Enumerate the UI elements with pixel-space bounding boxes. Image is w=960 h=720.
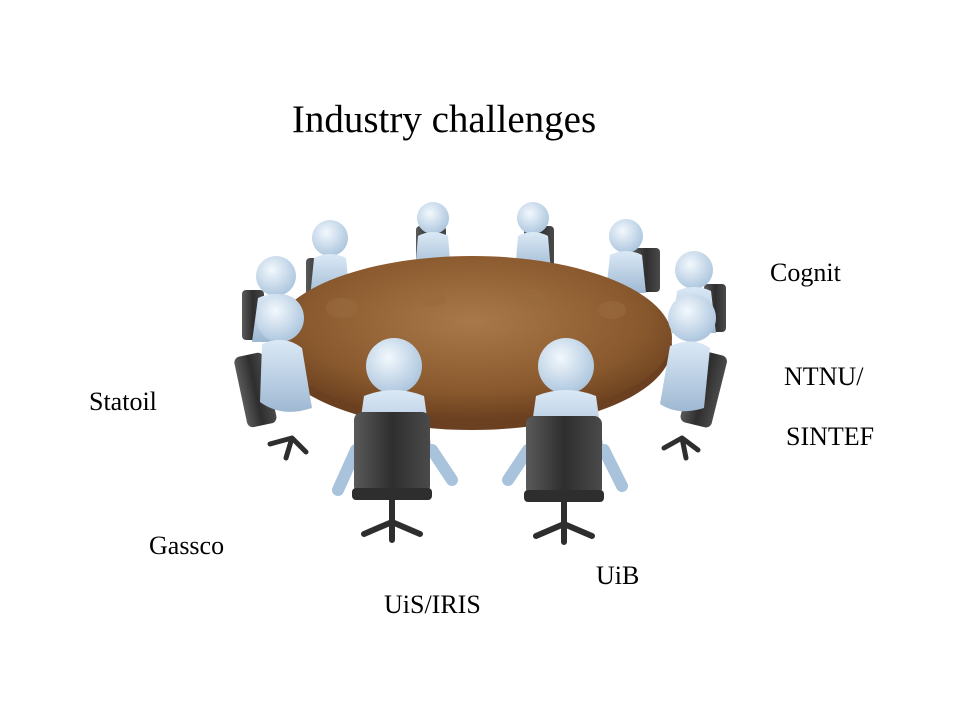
meeting-table [272, 256, 672, 430]
label-cognit: Cognit [770, 258, 841, 287]
label-sintef: SINTEF [786, 422, 875, 451]
label-uib: UiB [596, 561, 640, 590]
label-ntnu: NTNU/ [784, 362, 864, 391]
label-statoil: Statoil [89, 387, 157, 416]
label-gassco: Gassco [149, 531, 225, 560]
round-table-meeting-icon [234, 202, 727, 545]
side-figures [234, 294, 727, 461]
front-figures [332, 338, 628, 545]
label-uis-iris: UiS/IRIS [384, 590, 481, 619]
slide-title: Industry challenges [291, 98, 597, 141]
